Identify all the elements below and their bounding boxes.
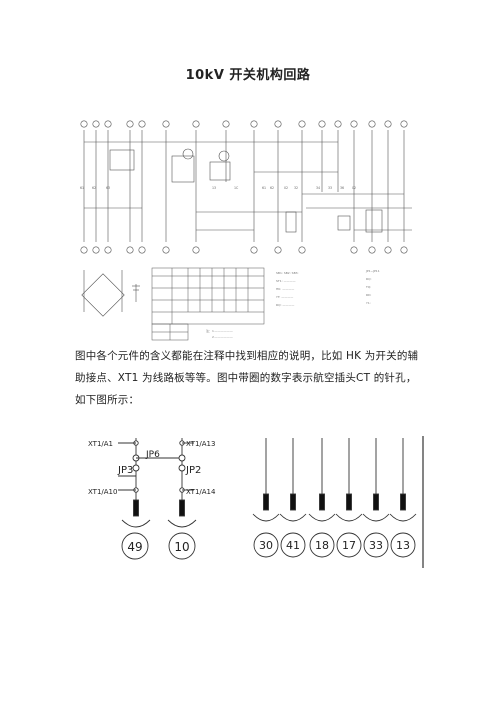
schematic-terminal-circle (334, 120, 342, 128)
pin-13: 13 (396, 539, 410, 552)
schematic-pin-circle (80, 246, 88, 254)
svg-text:JP1~JP11: JP1~JP11 (365, 269, 380, 273)
schematic-terminal-circle (384, 120, 392, 128)
label-xt1-a1: XT1/A1 (88, 440, 113, 448)
schematic-terminal-circle (138, 120, 146, 128)
schematic-pin-circle (274, 246, 282, 254)
label-jp2: JP2 (185, 465, 201, 476)
label-jp3: JP3 (117, 465, 133, 476)
svg-text:ST1: ————: ST1: ———— (276, 279, 296, 283)
schematic-pin-circle (384, 246, 392, 254)
schematic-terminal-circle (368, 120, 376, 128)
schematic-terminal-circle (250, 120, 258, 128)
schematic-pin-circle (192, 246, 200, 254)
svg-text:36: 36 (340, 186, 344, 190)
schematic-terminal-circle (192, 120, 200, 128)
svg-text:YT: ————: YT: ———— (276, 295, 293, 299)
svg-text:RD:: RD: (366, 293, 371, 297)
pin-18: 18 (315, 539, 329, 552)
svg-text:61: 61 (80, 186, 84, 190)
schematic-pin-circle (138, 246, 146, 254)
schematic-terminal-circle (350, 120, 358, 128)
schematic-pin-circle (350, 246, 358, 254)
label-xt1-a13: XT1/A13 (186, 440, 215, 448)
svg-text:Y1:: Y1: (366, 301, 371, 305)
schematic-pin-circle (368, 246, 376, 254)
label-xt1-a10: XT1/A10 (88, 488, 117, 496)
pin-10: 10 (174, 540, 189, 554)
schematic-pin-circle (400, 246, 408, 254)
plug-pin-wire (308, 438, 336, 558)
schematic-pin-circle (298, 246, 306, 254)
pin-33: 33 (369, 539, 383, 552)
schematic-terminal-circle (318, 120, 326, 128)
schematic-pin-circle (104, 246, 112, 254)
plug-pin-wire (335, 438, 363, 558)
plug-pin-wire (362, 438, 390, 558)
schematic-terminal-circle (104, 120, 112, 128)
svg-text:34: 34 (316, 186, 320, 190)
svg-text:TQ:: TQ: (365, 285, 371, 289)
connector-detail-left: XT1/A1 JP6 JP3 XT1/A10 XT1/A13 JP2 XT1/A… (88, 438, 216, 560)
schematic-terminal-circle (222, 120, 230, 128)
svg-text:13: 13 (212, 186, 216, 190)
schematic-terminal-circle (298, 120, 306, 128)
connector-detail-right: 30 41 18 17 33 13 (252, 436, 424, 568)
schematic-terminal-circle (274, 120, 282, 128)
svg-text:HK: ————: HK: ———— (276, 287, 294, 291)
pin-49: 49 (127, 540, 142, 554)
svg-text:SB1: SB2: SB3:: SB1: SB2: SB3: (276, 271, 299, 275)
schematic-pin-circle (250, 246, 258, 254)
svg-text:62: 62 (92, 186, 96, 190)
plug-pin-wire (389, 438, 417, 558)
schematic-pin-circle (92, 246, 100, 254)
label-xt1-a14: XT1/A14 (186, 488, 216, 496)
svg-text:33: 33 (328, 186, 332, 190)
schematic-pin-circle (162, 246, 170, 254)
schematic-terminal-circle (400, 120, 408, 128)
pin-30: 30 (259, 539, 273, 552)
svg-text:1C: 1C (234, 186, 239, 190)
schematic-pin-circle (126, 246, 134, 254)
schematic-terminal-circle (126, 120, 134, 128)
svg-text:注：1.——————: 注：1.—————— (206, 328, 233, 333)
plug-pin-wire (279, 438, 307, 558)
svg-text:02: 02 (284, 186, 288, 190)
schematic-terminal-circle (92, 120, 100, 128)
schematic-terminal-circle (162, 120, 170, 128)
svg-text:2.——————: 2.—————— (212, 335, 233, 339)
svg-text:RQ:: RQ: (366, 277, 371, 281)
plug-pin-wire (252, 438, 280, 558)
schematic-terminal-circle (80, 120, 88, 128)
svg-text:63: 63 (106, 186, 110, 190)
pin-41: 41 (286, 539, 300, 552)
label-jp6: JP6 (145, 450, 160, 460)
svg-text:RQ: ————: RQ: ———— (276, 303, 294, 307)
svg-text:62: 62 (270, 186, 274, 190)
svg-text:02: 02 (352, 186, 356, 190)
svg-text:61: 61 (262, 186, 266, 190)
pin-17: 17 (342, 539, 356, 552)
description-paragraph: 图中各个元件的含义都能在注释中找到相应的说明，比如 HK 为开关的辅助接点、XT… (75, 350, 419, 406)
page-title: 10kV 开关机构回路 (185, 68, 311, 83)
svg-text:32: 32 (294, 186, 298, 190)
